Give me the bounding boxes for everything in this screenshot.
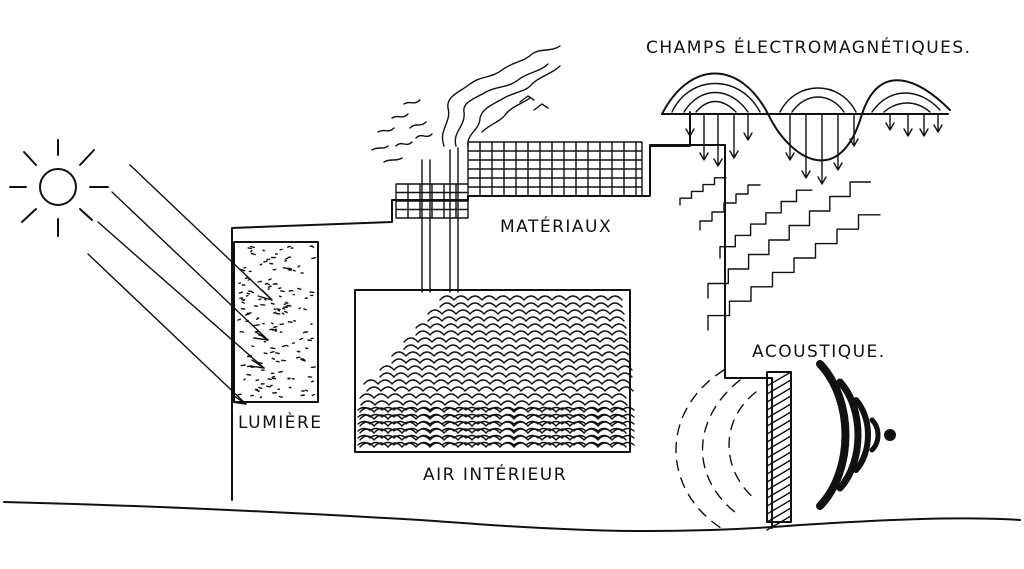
materiaux-label: MATÉRIAUX	[500, 215, 612, 237]
window-panel	[233, 241, 319, 403]
em-waves	[661, 72, 951, 162]
sound-source-icon	[816, 360, 896, 510]
acoustic-wall-hatch	[766, 371, 792, 531]
building-roof-line	[649, 111, 691, 147]
sun-icon	[9, 139, 109, 237]
em-arrows	[685, 113, 943, 185]
indoor-air-texture	[357, 295, 635, 448]
chimney-pipes	[421, 147, 459, 293]
materials-grid	[395, 141, 643, 219]
ground-line	[3, 501, 1021, 533]
champs-electromagnetiques-label: CHAMPS ÉLECTROMAGNÉTIQUES.	[646, 36, 972, 58]
acoustique-label: ACOUSTIQUE.	[752, 342, 886, 362]
window-texture	[237, 245, 317, 399]
indoor-air-panel	[354, 289, 631, 453]
sound-transmitted-waves	[675, 369, 757, 531]
smoke-plume-icon	[371, 45, 561, 163]
stair-lines	[679, 177, 881, 331]
air-interieur-label: AIR INTÉRIEUR	[423, 463, 567, 485]
lumiere-label: LUMIÈRE	[238, 411, 323, 433]
acoustic-wall	[766, 371, 792, 523]
